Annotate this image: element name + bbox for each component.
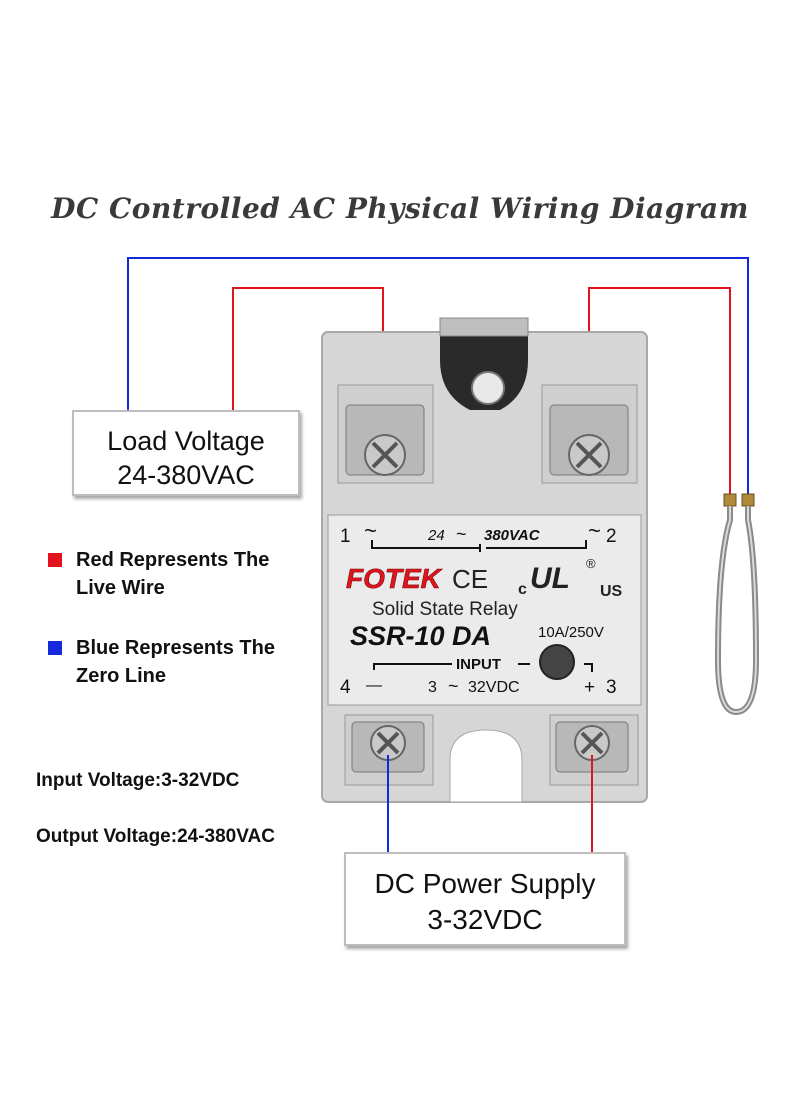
ul-mark: UL (530, 562, 570, 595)
dc-power-supply-box: DC Power Supply 3-32VDC (344, 852, 626, 946)
ce-mark: CE (452, 564, 488, 594)
model-number: SSR-10 DA (350, 621, 491, 651)
plus-sign: + (584, 677, 595, 698)
load-voltage-title: Load Voltage (107, 426, 265, 456)
screw-terminal-2 (549, 404, 629, 476)
load-voltage-box: Load Voltage 24-380VAC (72, 410, 300, 496)
red-square-icon (48, 553, 62, 567)
legend-red-line1: Red Represents The (76, 549, 270, 571)
ac-low-label: 24 (427, 527, 445, 544)
dc-power-value: 3-32VDC (427, 904, 543, 935)
screw-terminal-3 (555, 721, 629, 773)
legend-red-line2: Live Wire (76, 577, 165, 599)
screw-terminal-1 (345, 404, 425, 476)
us-mark: US (600, 583, 623, 600)
terminal-2-label: 2 (606, 526, 617, 547)
input-voltage-spec: Input Voltage:3-32VDC (36, 770, 240, 791)
blue-zero-wire-load (127, 257, 749, 500)
input-led-indicator (539, 644, 575, 680)
relay-label-panel (327, 514, 642, 706)
terminal-4-label: 4 (340, 677, 351, 698)
terminal-3-label: 3 (606, 677, 617, 698)
brand-logo: FOTEK (346, 563, 443, 594)
screw-terminal-4 (351, 721, 425, 773)
blue-square-icon (48, 641, 62, 655)
diagram-title: DC Controlled AC Physical Wiring Diagram (51, 192, 749, 225)
legend-blue-line2: Zero Line (76, 665, 167, 687)
terminal-1-label: 1 (340, 526, 351, 547)
tilde-dc: ~ (448, 676, 459, 696)
minus-sign: — (366, 677, 382, 694)
rating-label: 10A/250V (538, 624, 604, 641)
input-label: INPUT (456, 656, 501, 673)
tilde-ac: ~ (456, 524, 467, 544)
dc-power-title: DC Power Supply (374, 868, 596, 899)
legend-blue: Blue Represents The Zero Line (48, 634, 275, 690)
heater-element (714, 493, 760, 716)
load-voltage-value: 24-380VAC (117, 460, 255, 490)
output-voltage-spec: Output Voltage:24-380VAC (36, 826, 275, 847)
ac-high-label: 380VAC (484, 527, 541, 544)
tilde-2: ~ (588, 518, 601, 543)
legend-blue-line1: Blue Represents The (76, 637, 275, 659)
c-mark: c (518, 581, 527, 598)
registered-mark: ® (586, 556, 596, 571)
legend-red: Red Represents The Live Wire (48, 546, 270, 602)
tilde-1: ~ (364, 518, 377, 543)
dc-low-label: 3 (428, 679, 437, 696)
product-name: Solid State Relay (372, 599, 518, 620)
dc-high-label: 32VDC (468, 679, 520, 696)
